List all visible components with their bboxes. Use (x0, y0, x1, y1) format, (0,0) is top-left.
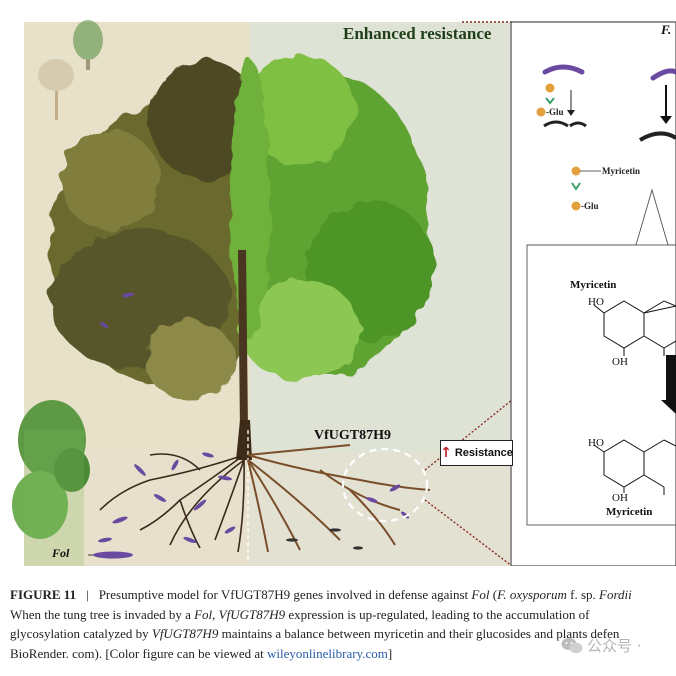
molecule-top-oh: OH (612, 356, 628, 368)
tree-canopy-diseased (50, 60, 286, 400)
molecule-bottom-oh: OH (612, 492, 628, 504)
caption-text: ( (489, 587, 498, 602)
caption-label: FIGURE 11 (10, 587, 77, 602)
caption-line-3: glycosylation catalyzed by VfUGT87H9 mai… (10, 624, 676, 644)
caption-text: , (212, 606, 219, 622)
caption-line-2: When the tung tree is invaded by a Fol, … (10, 605, 676, 625)
caption-gene: VfUGT87H9 (151, 626, 219, 642)
caption-species: F. oxysporum (497, 587, 567, 602)
caption-line-1: FIGURE 11 | Presumptive model for VfUGT87H… (10, 585, 676, 605)
caption-fol: Fol (471, 587, 490, 602)
watermark-text: 公众号 · (587, 637, 642, 655)
caption-text: maintains a balance between myricetin an… (218, 626, 620, 642)
background-tree-icon (38, 20, 103, 120)
caption-fol: Fol (194, 606, 213, 622)
fol-label: Fol (52, 546, 70, 560)
molecule-bottom-ho: HO (588, 437, 604, 449)
caption-text: f. sp. (566, 587, 600, 602)
molecule-top-ho: HO (588, 296, 604, 308)
wiley-link[interactable]: wileyonlinelibrary.com (267, 645, 388, 661)
resistance-label: Resistance (454, 447, 513, 459)
molecule-top-name: Myricetin (570, 279, 617, 291)
caption-gene: VfUGT87H9 (218, 606, 286, 622)
figure-illustration (12, 20, 676, 566)
caption-text: BioRender. com). [Color figure can be vi… (10, 645, 268, 661)
fol-spores (98, 292, 410, 544)
gene-label: VfUGT87H9 (314, 428, 391, 443)
figure-caption: FIGURE 11 | Presumptive model for VfUGT87H… (10, 585, 676, 663)
mechanism-panel (510, 21, 676, 566)
figure-title: Enhanced resistance (343, 24, 492, 43)
caption-separator: | (86, 587, 89, 602)
panel-letter: F. (661, 22, 672, 37)
caption-text: When the tung tree is invaded by a (10, 606, 195, 622)
background-forest-icon (12, 400, 90, 566)
glu-label-b: -Glu (581, 201, 599, 211)
myricetin-small-label: Myricetin (602, 166, 640, 176)
caption-text: glycosylation catalyzed by (10, 626, 152, 642)
caption-fordii: Fordii (599, 587, 632, 602)
fol-legend-spore-icon (93, 551, 133, 559)
watermark: 公众号 · (561, 635, 642, 656)
caption-text: Presumptive model for VfUGT87H9 genes in… (98, 587, 472, 602)
roots-infected (99, 453, 245, 553)
wechat-icon (561, 637, 583, 653)
caption-text: expression is up-regulated, leading to t… (285, 606, 590, 622)
caption-text: ] (387, 645, 393, 661)
tree-canopy-healthy (230, 55, 435, 380)
figure-panel: Enhanced resistance F. VfUGT87H9 ↑ Resis… (12, 20, 676, 566)
up-arrow-icon: ↑ (440, 445, 452, 461)
highlight-ellipse (341, 447, 429, 523)
caption-line-4: BioRender. com). [Color figure can be vi… (10, 644, 676, 664)
glu-label-a: -Glu (546, 107, 564, 117)
resistance-badge: ↑ Resistance (440, 440, 513, 466)
molecule-bottom-name: Myricetin (606, 506, 653, 518)
